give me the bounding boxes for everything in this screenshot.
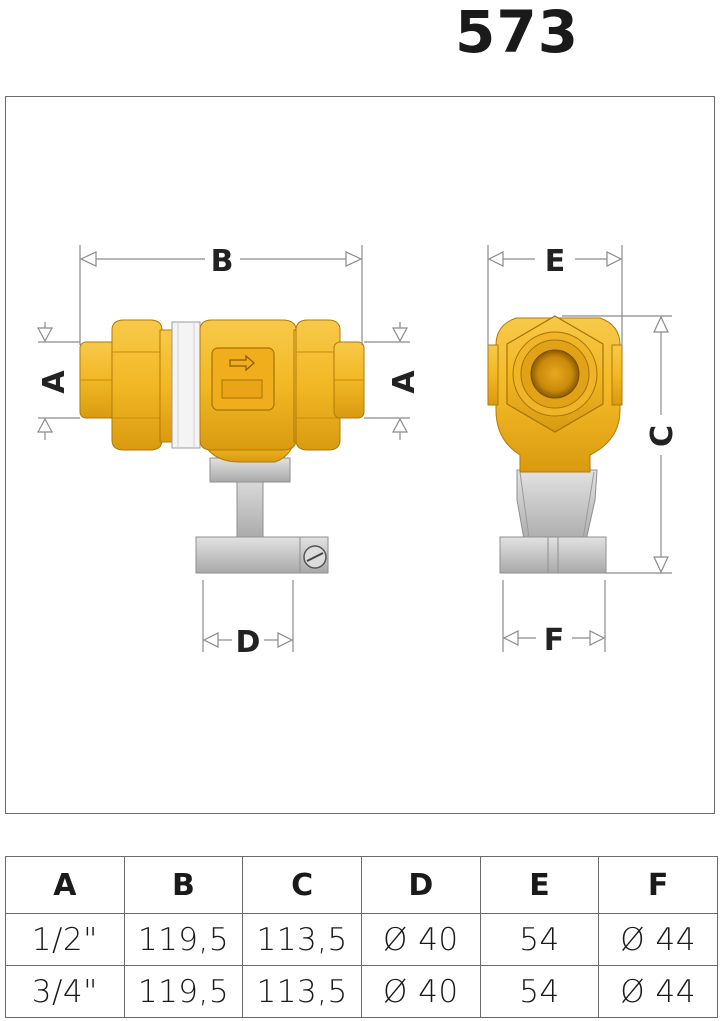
table-cell: 3/4" bbox=[5, 965, 125, 1018]
table-cell: 119,5 bbox=[123, 913, 244, 966]
dimension-label-a-right: A bbox=[387, 370, 422, 394]
column-header-e: E bbox=[479, 856, 600, 914]
flow-arrow-icon bbox=[229, 354, 255, 372]
table-cell: 54 bbox=[479, 913, 600, 966]
valve-front-view bbox=[487, 315, 623, 574]
dimension-label-e: E bbox=[545, 244, 566, 279]
valve-side-view bbox=[79, 319, 365, 574]
table-cell: 119,5 bbox=[123, 965, 244, 1018]
table-header-row: A B C D E F bbox=[5, 856, 718, 914]
dimensions-table: A B C D E F 1/2" 119,5 113,5 Ø 40 54 Ø 4… bbox=[5, 856, 718, 1018]
column-header-d: D bbox=[360, 856, 481, 914]
dimension-label-c: C bbox=[645, 425, 680, 447]
table-row: 1/2" 119,5 113,5 Ø 40 54 Ø 44 bbox=[5, 913, 718, 966]
product-code: 573 bbox=[455, 0, 580, 66]
table-cell: 113,5 bbox=[242, 913, 362, 966]
pipe-bore bbox=[530, 349, 580, 399]
table-cell: Ø 40 bbox=[360, 965, 481, 1018]
column-header-c: C bbox=[242, 856, 362, 914]
column-header-b: B bbox=[123, 856, 244, 914]
dimension-label-a-left: A bbox=[37, 370, 72, 394]
table-row: 3/4" 119,5 113,5 Ø 40 54 Ø 44 bbox=[5, 965, 718, 1018]
drawing-frame bbox=[5, 96, 715, 814]
table-cell: Ø 40 bbox=[360, 913, 481, 966]
table-cell: 54 bbox=[479, 965, 600, 1018]
table-cell: Ø 44 bbox=[598, 913, 718, 966]
dimension-lines-front bbox=[487, 245, 672, 652]
table-cell: Ø 44 bbox=[598, 965, 718, 1018]
dimension-label-d: D bbox=[236, 625, 261, 660]
table-cell: 1/2" bbox=[5, 913, 125, 966]
dimension-label-f: F bbox=[544, 623, 565, 658]
dimension-lines-side bbox=[36, 245, 410, 652]
table-cell: 113,5 bbox=[242, 965, 362, 1018]
column-header-f: F bbox=[598, 856, 718, 914]
column-header-a: A bbox=[5, 856, 125, 914]
dimension-label-b: B bbox=[211, 244, 234, 279]
